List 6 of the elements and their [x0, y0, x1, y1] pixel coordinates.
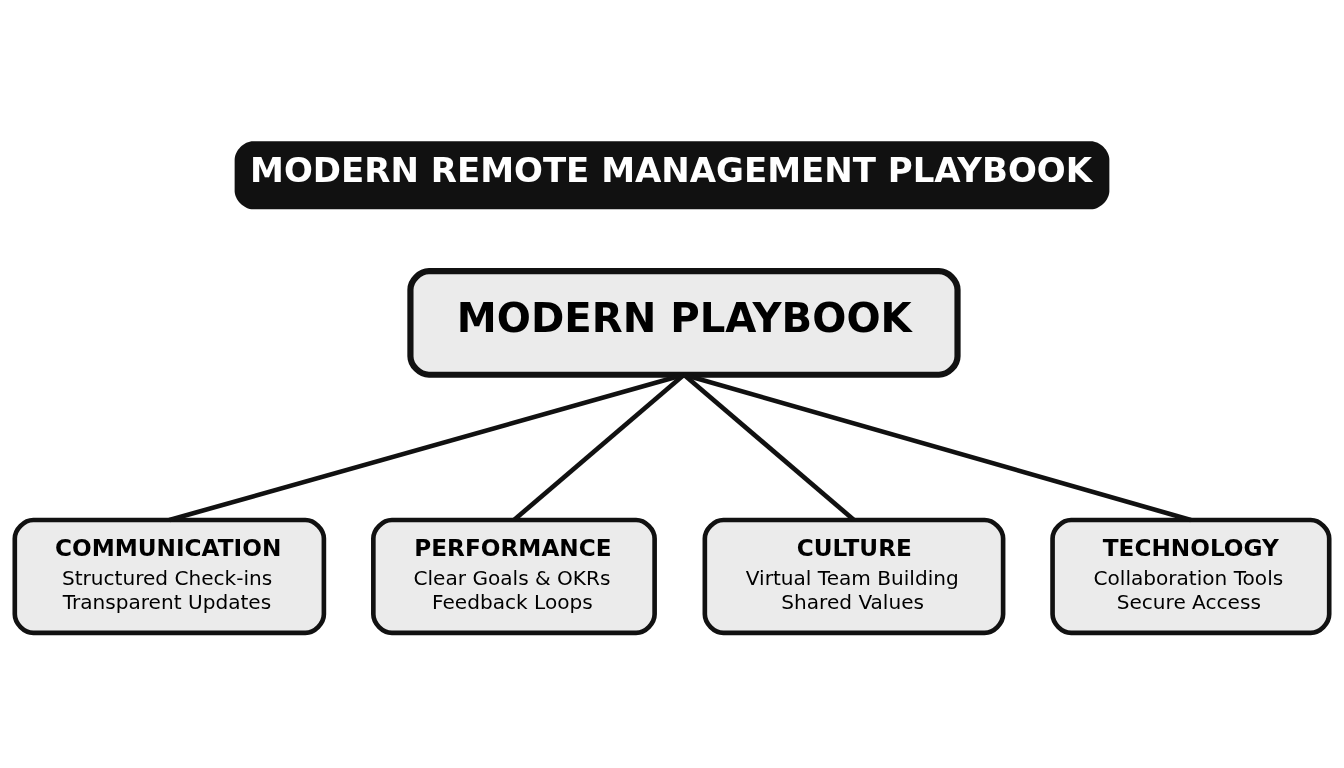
node-box: TECHNOLOGY Collaboration Tools Secure Access: [1050, 517, 1332, 636]
node-box: MODERN PLAYBOOK: [407, 268, 961, 378]
node-box: CULTURE Virtual Team Building Shared Values: [702, 517, 1006, 636]
node-box: PERFORMANCE Clear Goals & OKRs Feedback Loops: [371, 517, 657, 636]
node-box: COMMUNICATION Structured Check-ins Transparent Updates: [12, 517, 327, 636]
diagram-title: MODERN REMOTE MANAGEMENT PLAYBOOK: [250, 150, 1093, 191]
